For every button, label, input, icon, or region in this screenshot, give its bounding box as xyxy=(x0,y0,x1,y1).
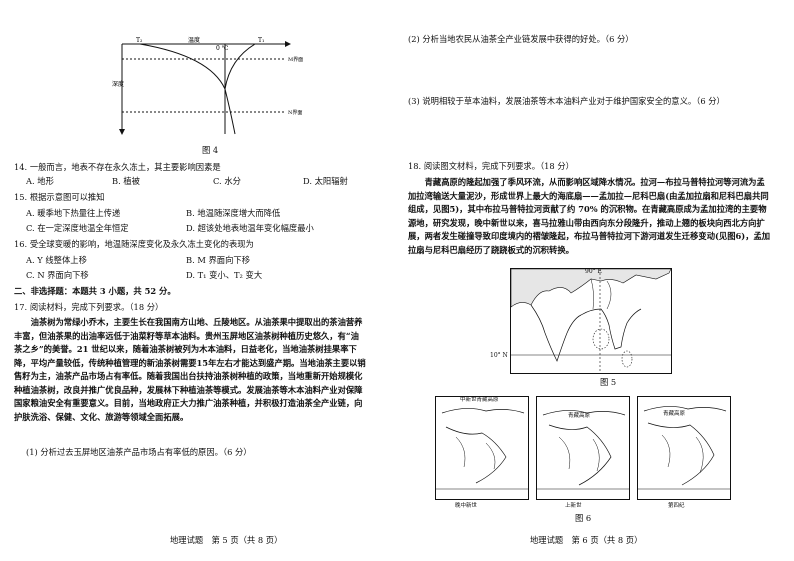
q16-stem: 16. 受全球变暖的影响，地温随深度变化及永久冻土变化的表现为 xyxy=(14,239,254,249)
q15-option-c: C. 在一定深度地温全年恒定 xyxy=(26,223,129,233)
figure-5-map xyxy=(510,268,672,374)
figure-5-caption: 图 5 xyxy=(600,377,617,387)
figure-6-panel-1-graphic xyxy=(436,408,528,490)
fig4-depth-label: 深度 xyxy=(112,80,124,88)
figure-6-panel-2-top: 青藏高原 xyxy=(568,413,591,419)
fig4-t2-label: T₂ xyxy=(136,37,143,44)
page-5-footer: 地理试题 第 5 页（共 8 页） xyxy=(170,535,283,545)
q14-option-a: A. 地形 xyxy=(26,176,54,186)
fig4-t1-label: T₁ xyxy=(258,37,264,44)
figure-6-panel-1-top: 中新世青藏高原 xyxy=(460,397,499,403)
q17-sub3: (3) 说明相较于草本油料，发展油茶等木本油料产业对于维护国家安全的意义。（6 … xyxy=(408,96,725,106)
figure-6-caption: 图 6 xyxy=(575,513,592,523)
q14-option-b: B. 植被 xyxy=(112,176,140,186)
q16-option-d: D. T₁ 变小、T₂ 变大 xyxy=(186,270,263,280)
q16-option-a: A. Y 线整体上移 xyxy=(26,255,87,265)
q17-stem: 17. 阅读材料，完成下列要求。（18 分） xyxy=(14,302,164,312)
figure-5-graphic xyxy=(510,268,672,373)
figure-6-panel-3-graphic xyxy=(638,406,730,490)
figure-5-lon-label: 90° E xyxy=(585,268,602,275)
figure-4-caption: 图 4 xyxy=(202,145,219,155)
figure-6-panel-3 xyxy=(637,396,731,500)
figure-6-panel-3-bottom: 第四纪 xyxy=(668,503,685,509)
q17-sub1: (1) 分析过去玉屏地区油茶产品市场占有率低的原因。（6 分） xyxy=(26,447,252,457)
q15-option-b: B. 地温随深度增大而降低 xyxy=(186,208,281,218)
section-2-heading: 二、非选择题：本题共 3 小题，共 52 分。 xyxy=(14,286,176,296)
q15-stem: 15. 根据示意图可以推知 xyxy=(14,192,105,202)
figure-6-panel-1 xyxy=(435,396,529,500)
figure-4-graphic: T₂ 温度 0 ℃ T₁ M界面 N界面 深度 xyxy=(112,36,303,135)
q18-stem: 18. 阅读图文材料，完成下列要求。（18 分） xyxy=(408,161,574,171)
fig4-n-label: N界面 xyxy=(288,110,302,116)
q16-option-c: C. N 界面向下移 xyxy=(26,270,89,280)
q16-option-b: B. M 界面向下移 xyxy=(186,255,250,265)
figure-4: T₂ 温度 0 ℃ T₁ M界面 N界面 深度 xyxy=(110,34,320,144)
q15-option-a: A. 暖季地下热量往上传递 xyxy=(26,208,121,218)
q17-passage: 油茶树为常绿小乔木，主要生长在我国南方山地、丘陵地区。从油茶果中提取出的茶油营养… xyxy=(14,317,366,422)
fig4-temperature-label: 温度 xyxy=(188,36,200,44)
page-6-footer: 地理试题 第 6 页（共 8 页） xyxy=(530,535,643,545)
figure-6-panel-2-graphic xyxy=(537,410,629,490)
fig4-m-label: M界面 xyxy=(288,57,303,63)
q18-passage: 青藏高原的隆起加强了季风环流，从而影响区域降水情况。拉河—布拉马普特拉河等河流为… xyxy=(408,177,771,255)
figure-6-panel-2-bottom: 上新世 xyxy=(565,503,582,509)
q17-sub2: (2) 分析当地农民从油茶全产业链发展中获得的好处。（6 分） xyxy=(408,34,634,44)
q14-stem: 14. 一般而言，地表不存在永久冻土，其主要影响因素是 xyxy=(14,162,221,172)
q14-option-d: D. 太阳辐射 xyxy=(303,176,348,186)
q14-option-c: C. 水分 xyxy=(213,176,241,186)
figure-6-panel-3-top: 青藏高原 xyxy=(663,411,686,417)
figure-6-panel-2 xyxy=(536,396,630,500)
fig4-zero-label: 0 ℃ xyxy=(216,45,229,52)
q15-option-d: D. 超该处地表地温年变化幅度最小 xyxy=(186,223,314,233)
figure-5-lat-label: 10° N xyxy=(490,352,508,359)
figure-6-panel-1-bottom: 晚中新世 xyxy=(455,503,478,509)
